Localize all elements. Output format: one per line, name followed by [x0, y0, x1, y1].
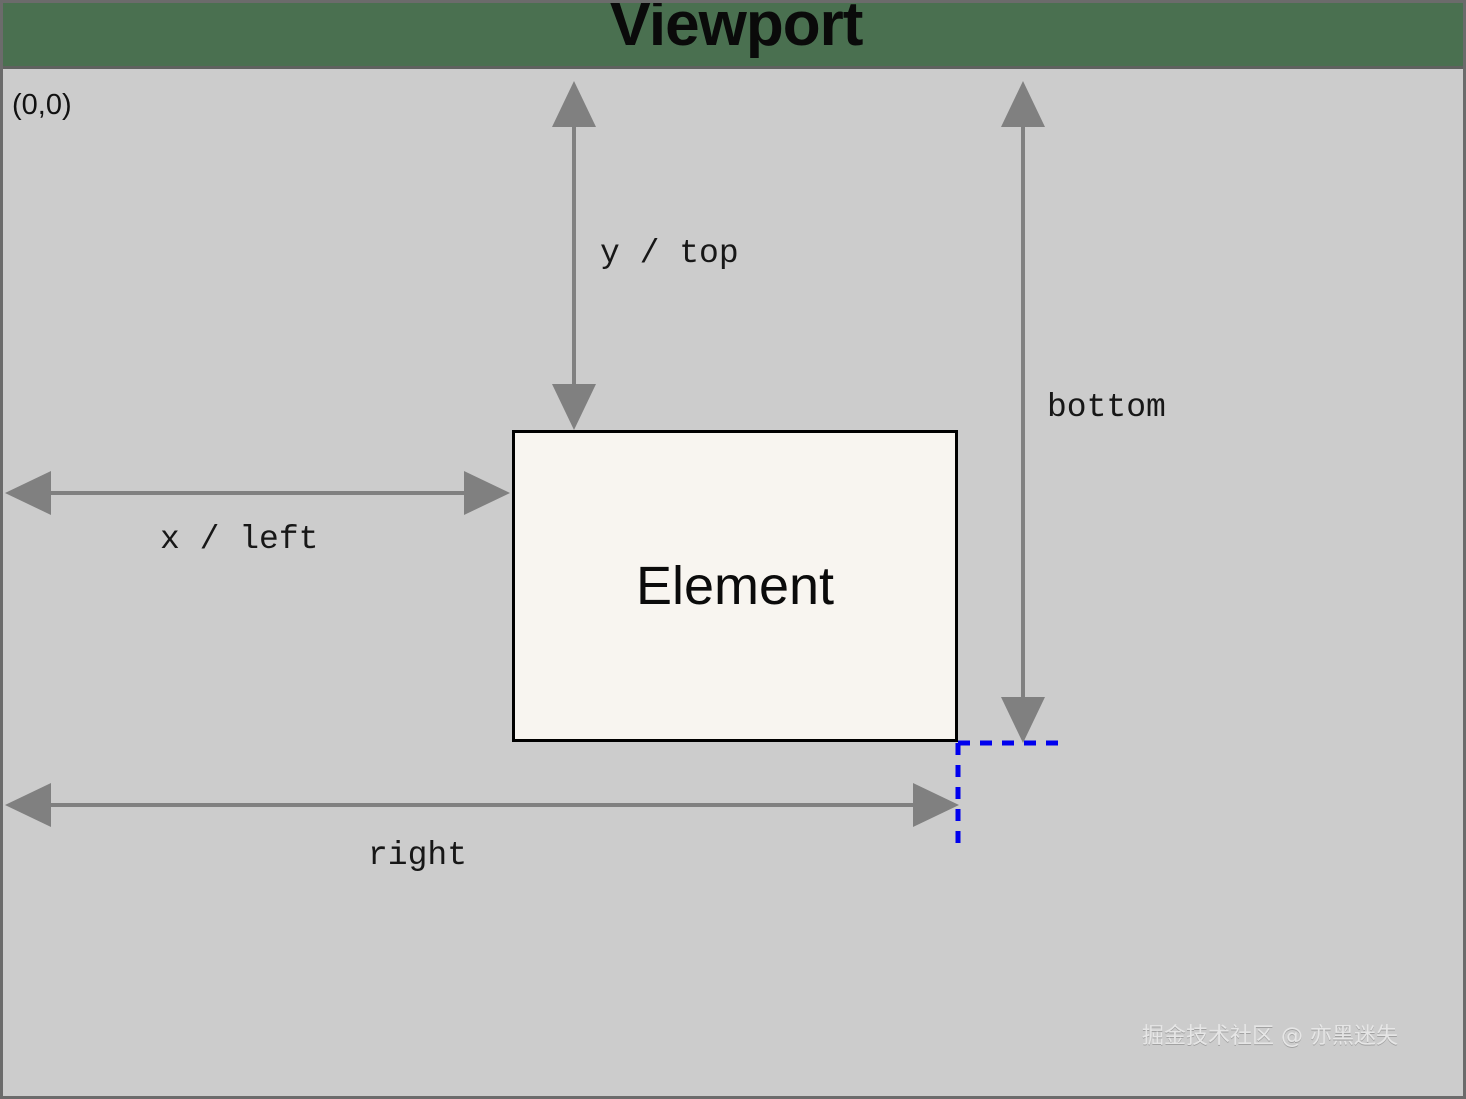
measurement-label-right: right	[368, 837, 468, 874]
element-box: Element	[512, 430, 958, 742]
watermark: 掘金技术社区 @ 亦黑迷失	[1142, 1024, 1398, 1049]
measurement-label-bottom: bottom	[1047, 389, 1166, 426]
arrow-x-left	[5, 471, 510, 515]
arrow-right	[5, 783, 959, 827]
origin-coordinate-label: (0,0)	[12, 89, 72, 121]
viewport-header-band: Viewport	[3, 3, 1463, 69]
measurement-label-y-top: y / top	[600, 235, 739, 272]
viewport-area: (0,0)	[3, 69, 1463, 1096]
arrow-y-top	[552, 81, 596, 430]
element-box-label: Element	[635, 556, 835, 616]
arrow-bottom	[1001, 81, 1045, 743]
page-title: Viewport	[609, 3, 864, 59]
measurement-label-x-left: x / left	[160, 521, 319, 558]
guide-dashed-lines	[955, 740, 1063, 845]
